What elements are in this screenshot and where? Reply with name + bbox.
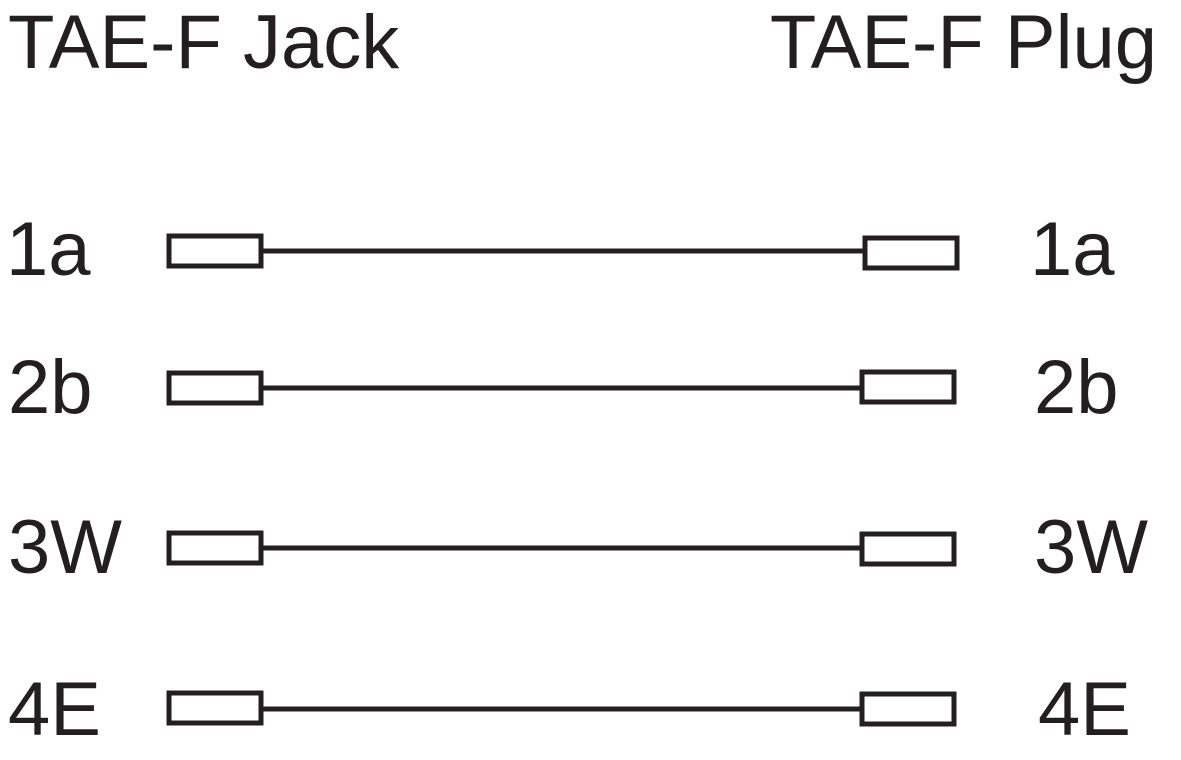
plug-contact-1	[862, 235, 960, 271]
plug-pin-label-2: 2b	[1034, 345, 1119, 430]
jack-pin-label-1: 1a	[6, 207, 91, 292]
jack-pin-label-4: 4E	[8, 667, 101, 752]
plug-title: TAE-F Plug	[769, 0, 1157, 85]
plug-contact-4	[859, 691, 957, 727]
jack-title: TAE-F Jack	[8, 0, 400, 85]
jack-contact-4	[166, 690, 264, 726]
plug-contact-2	[859, 369, 957, 405]
jack-contact-3	[166, 530, 264, 566]
plug-contact-3	[859, 531, 957, 567]
plug-pin-label-4: 4E	[1038, 667, 1131, 752]
plug-pin-label-1: 1a	[1030, 207, 1115, 292]
plug-pin-label-3: 3W	[1034, 505, 1148, 590]
jack-pin-label-2: 2b	[8, 345, 93, 430]
jack-pin-label-3: 3W	[8, 505, 122, 590]
jack-contact-2	[166, 370, 264, 406]
jack-contact-1	[166, 233, 264, 269]
